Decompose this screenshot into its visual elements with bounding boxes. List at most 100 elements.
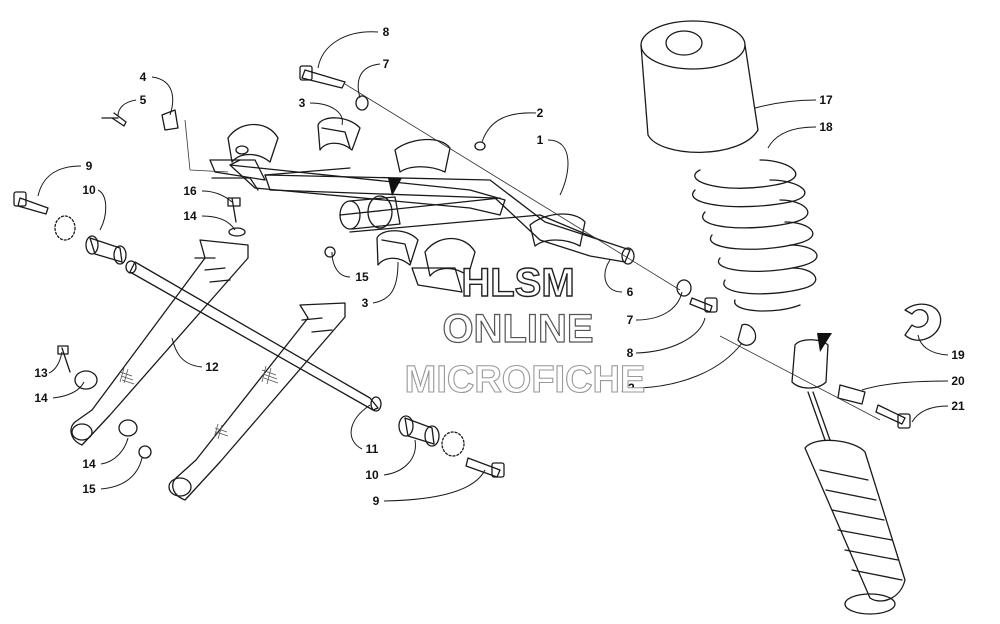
strap-left — [70, 239, 249, 446]
callout-c21: 21 — [911, 399, 965, 423]
rear-arm-assembly — [229, 138, 635, 265]
callout-c14b: 14 — [34, 381, 85, 405]
callout-number: 4 — [140, 70, 147, 84]
shock-spring — [692, 159, 818, 312]
callout-leader-line — [331, 251, 351, 278]
shock-body — [791, 339, 906, 615]
callout-leader-line — [52, 381, 85, 399]
callout-leader-line — [48, 351, 63, 374]
callout-number: 8 — [383, 25, 390, 39]
callout-number: 20 — [951, 374, 965, 388]
callout-leader-line — [97, 189, 107, 231]
bushing-right — [398, 415, 440, 447]
callout-leader-line — [547, 139, 569, 196]
callout-number: 19 — [951, 348, 965, 362]
callout-layer: 1233456778899101011121314141415151617181… — [34, 25, 965, 508]
callout-leader-line — [117, 99, 137, 117]
callout-c14c: 14 — [82, 437, 129, 471]
callout-c7a: 7 — [357, 57, 390, 99]
callout-leader-line — [911, 405, 949, 423]
pivot-block-upper — [317, 117, 361, 151]
callout-c18: 18 — [767, 120, 833, 149]
callout-number: 1 — [537, 133, 544, 147]
callout-c4: 4 — [140, 70, 174, 116]
callout-leader-line — [100, 457, 143, 490]
callout-number: 15 — [82, 482, 96, 496]
callout-number: 16 — [183, 184, 197, 198]
callout-number: 7 — [627, 313, 634, 327]
rear-bracket — [411, 238, 476, 293]
callout-number: 7 — [383, 57, 390, 71]
callout-leader-line — [383, 439, 416, 476]
callout-number: 9 — [86, 159, 93, 173]
callout-c22: 22 — [621, 342, 743, 395]
callout-number: 11 — [366, 442, 379, 456]
callout-number: 17 — [819, 93, 833, 107]
front-bracket — [209, 124, 279, 191]
watermark-line2: ONLINE — [442, 307, 593, 351]
shock-bumper — [640, 20, 759, 154]
callout-leader-line — [861, 380, 949, 391]
callout-leader-line — [309, 102, 343, 126]
callout-number: 10 — [365, 468, 379, 482]
callout-c12: 12 — [171, 337, 219, 374]
shock-hardware — [737, 303, 942, 429]
bushing-left — [85, 235, 127, 265]
pivot-block-lower — [376, 230, 419, 266]
callout-c14a: 14 — [183, 209, 236, 231]
callout-leader-line — [635, 291, 683, 321]
callout-c9b: 9 — [373, 469, 486, 508]
callout-number: 5 — [140, 93, 147, 107]
callout-leader-line — [754, 99, 817, 109]
strap-right — [168, 302, 346, 501]
callout-number: 9 — [373, 494, 380, 508]
callout-c10a: 10 — [82, 183, 107, 231]
callout-c7b: 7 — [627, 291, 683, 327]
callout-c5: 5 — [117, 93, 147, 117]
callout-number: 3 — [299, 96, 306, 110]
callout-c6: 6 — [604, 259, 634, 299]
callout-c8b: 8 — [627, 317, 706, 360]
strap-mesh-marks — [119, 365, 279, 440]
callout-leader-line — [383, 469, 486, 502]
callout-number: 3 — [362, 296, 369, 310]
callout-c8a: 8 — [317, 25, 390, 69]
callout-c3b: 3 — [362, 261, 399, 310]
watermark-line3: MICROFICHE — [405, 359, 646, 401]
callout-c1: 1 — [537, 133, 569, 196]
callout-leader-line — [357, 63, 381, 99]
callout-leader-line — [317, 31, 379, 69]
washer-right — [441, 431, 465, 457]
callout-leader-line — [151, 76, 174, 116]
callout-number: 2 — [537, 106, 544, 120]
callout-number: 18 — [819, 120, 833, 134]
callout-c20: 20 — [861, 374, 965, 391]
callout-number: 14 — [82, 457, 96, 471]
watermark: HLSM ONLINE MICROFICHE — [404, 260, 646, 401]
callout-leader-line — [201, 215, 236, 231]
washer-left — [54, 215, 76, 241]
callout-c17: 17 — [754, 93, 833, 109]
callout-c2: 2 — [481, 106, 544, 143]
callout-number: 14 — [183, 209, 197, 223]
callout-c19: 19 — [917, 334, 965, 362]
callout-leader-line — [100, 437, 129, 465]
watermark-line1: HLSM — [461, 261, 574, 305]
callout-number: 21 — [951, 399, 965, 413]
callout-number: 12 — [205, 360, 219, 374]
callout-number: 15 — [355, 270, 369, 284]
callout-c16: 16 — [183, 184, 233, 203]
callout-number: 13 — [34, 366, 48, 380]
callout-leader-line — [201, 190, 233, 203]
callout-leader-line — [350, 404, 371, 450]
callout-number: 6 — [627, 285, 634, 299]
assembly-guide-lines — [184, 83, 881, 421]
callout-leader-line — [171, 337, 203, 368]
callout-leader-line — [767, 126, 817, 149]
cross-shaft — [125, 260, 382, 412]
callout-leader-line — [481, 112, 537, 143]
callout-c13: 13 — [34, 351, 63, 380]
callout-number: 14 — [34, 391, 48, 405]
